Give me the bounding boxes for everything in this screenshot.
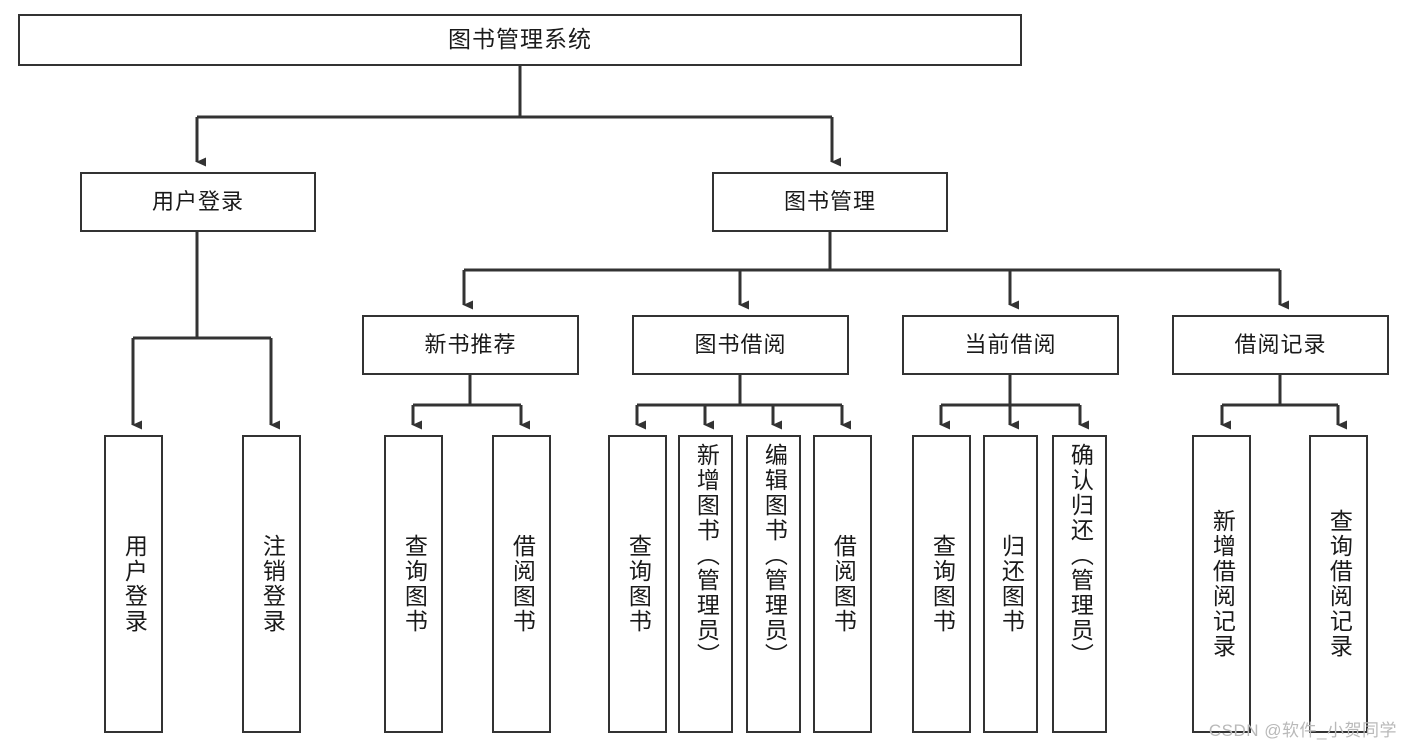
node-label: 查询图书 <box>929 534 956 634</box>
node-current-borrowing[interactable]: 当前借阅 <box>902 315 1119 375</box>
leaf-query-books-recommendation[interactable]: 查询图书 <box>384 435 443 733</box>
node-user-login[interactable]: 用户登录 <box>80 172 316 232</box>
node-label: 图书管理 <box>783 188 876 214</box>
watermark: CSDN @软件_小贺同学 <box>1208 721 1397 740</box>
leaf-borrow-books-borrowing[interactable]: 借阅图书 <box>813 435 872 733</box>
node-new-book-recommendation[interactable]: 新书推荐 <box>362 315 579 375</box>
node-borrowing-records[interactable]: 借阅记录 <box>1172 315 1389 375</box>
node-label: 新书推荐 <box>424 331 517 357</box>
node-label: 查询图书 <box>401 534 428 634</box>
node-label: 图书管理系统 <box>448 26 592 53</box>
leaf-confirm-return-admin[interactable]: 确认归还（管理员） <box>1052 435 1107 733</box>
node-label: 借阅图书 <box>830 534 857 634</box>
node-label: 新增图书（管理员） <box>693 443 720 668</box>
node-label: 归还图书 <box>998 534 1025 634</box>
leaf-logout[interactable]: 注销登录 <box>242 435 301 733</box>
node-label: 借阅图书 <box>509 534 536 634</box>
node-label: 查询借阅记录 <box>1326 509 1353 659</box>
node-label: 编辑图书（管理员） <box>761 443 788 668</box>
node-label: 用户登录 <box>151 188 244 214</box>
node-label: 当前借阅 <box>964 331 1057 357</box>
leaf-query-borrow-record[interactable]: 查询借阅记录 <box>1309 435 1368 733</box>
leaf-edit-book-admin[interactable]: 编辑图书（管理员） <box>746 435 801 733</box>
leaf-query-books-borrowing[interactable]: 查询图书 <box>608 435 667 733</box>
node-label: 用户登录 <box>121 534 148 634</box>
leaf-add-borrow-record[interactable]: 新增借阅记录 <box>1192 435 1251 733</box>
node-label: 新增借阅记录 <box>1209 509 1236 659</box>
node-label: 借阅记录 <box>1234 331 1327 357</box>
leaf-return-books[interactable]: 归还图书 <box>983 435 1038 733</box>
node-root-system[interactable]: 图书管理系统 <box>18 14 1022 66</box>
leaf-query-books-current[interactable]: 查询图书 <box>912 435 971 733</box>
node-book-borrowing[interactable]: 图书借阅 <box>632 315 849 375</box>
leaf-borrow-books-recommendation[interactable]: 借阅图书 <box>492 435 551 733</box>
node-label: 查询图书 <box>625 534 652 634</box>
node-label: 注销登录 <box>259 534 286 634</box>
leaf-add-book-admin[interactable]: 新增图书（管理员） <box>678 435 733 733</box>
node-label: 图书借阅 <box>694 331 787 357</box>
leaf-user-login[interactable]: 用户登录 <box>104 435 163 733</box>
node-label: 确认归还（管理员） <box>1067 443 1094 668</box>
node-book-management[interactable]: 图书管理 <box>712 172 948 232</box>
